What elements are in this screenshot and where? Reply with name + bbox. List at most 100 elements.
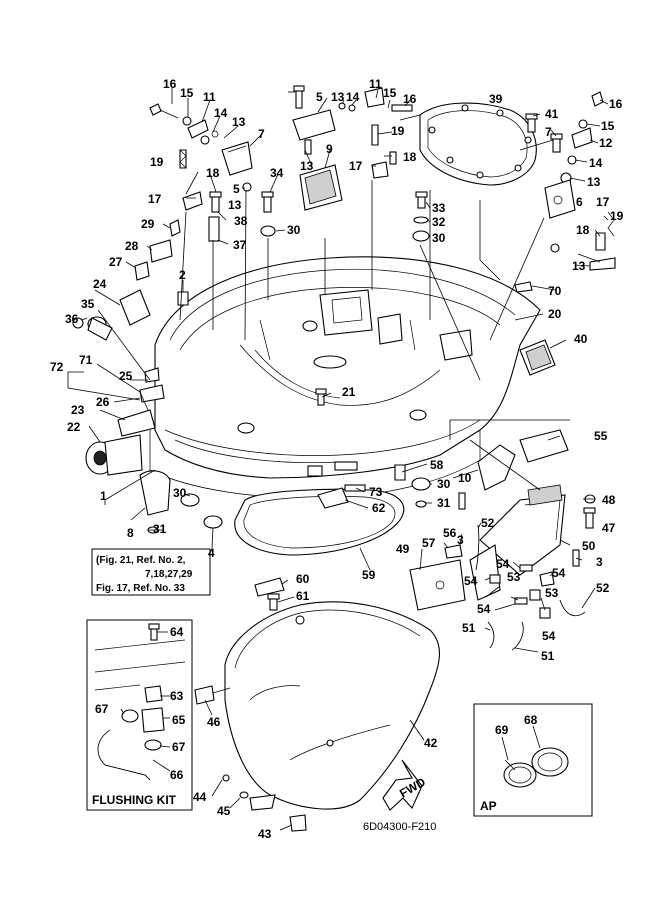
label-1: 1 [100, 489, 107, 503]
label-73: 73 [369, 485, 383, 499]
label-52: 52 [481, 516, 495, 530]
drawing-code: 6D04300-F210 [363, 821, 436, 833]
label-54: 54 [496, 557, 510, 571]
label-18: 18 [206, 166, 220, 180]
label-65: 65 [172, 713, 186, 727]
label-63: 63 [170, 689, 184, 703]
reference-note-line-2: 7,18,27,29 [145, 569, 193, 580]
label-48: 48 [602, 493, 616, 507]
label-3: 3 [596, 555, 603, 569]
label-27: 27 [109, 255, 123, 269]
label-42: 42 [424, 736, 438, 750]
label-57: 57 [422, 536, 436, 550]
label-36: 36 [65, 312, 79, 326]
label-15: 15 [601, 119, 615, 133]
label-16: 16 [609, 97, 623, 111]
label-47: 47 [602, 521, 616, 535]
label-53: 53 [507, 570, 521, 584]
label-17: 17 [596, 195, 610, 209]
reference-note-box [91, 548, 211, 596]
label-13: 13 [587, 175, 601, 189]
label-66: 66 [170, 768, 184, 782]
label-39: 39 [489, 92, 503, 106]
label-28: 28 [125, 239, 139, 253]
label-70: 70 [548, 284, 562, 298]
label-54: 54 [464, 574, 478, 588]
label-11: 11 [369, 77, 382, 91]
label-45: 45 [217, 804, 231, 818]
ap-box [473, 703, 593, 817]
label-6: 6 [576, 195, 583, 209]
label-52: 52 [596, 581, 610, 595]
label-69: 69 [495, 723, 509, 737]
label-54: 54 [477, 602, 491, 616]
label-17: 17 [148, 192, 162, 206]
label-8: 8 [127, 526, 134, 540]
label-18: 18 [576, 223, 590, 237]
label-33: 33 [432, 201, 446, 215]
label-35: 35 [81, 297, 95, 311]
label-14: 14 [214, 106, 228, 120]
label-19: 19 [610, 209, 624, 223]
label-11: 11 [203, 90, 216, 104]
ap-label: AP [480, 799, 497, 813]
label-54: 54 [542, 629, 556, 643]
label-50: 50 [582, 539, 596, 553]
label-19: 19 [150, 155, 164, 169]
label-4: 4 [208, 546, 215, 560]
label-68: 68 [524, 713, 538, 727]
leader-lines [67, 88, 609, 831]
label-67: 67 [95, 702, 109, 716]
label-13: 13 [572, 259, 586, 273]
label-51: 51 [541, 649, 555, 663]
label-16: 16 [403, 92, 417, 106]
label-5: 5 [316, 90, 323, 104]
label-5: 5 [233, 182, 240, 196]
label-41: 41 [545, 107, 559, 121]
flushing-kit-title: FLUSHING KIT [92, 793, 177, 807]
label-53: 53 [545, 586, 559, 600]
label-56: 56 [443, 526, 457, 540]
flushing-kit-parts [94, 623, 186, 781]
label-15: 15 [383, 86, 397, 100]
label-30: 30 [432, 231, 446, 245]
label-9: 9 [326, 142, 333, 156]
label-19: 19 [391, 124, 405, 138]
ap-parts [503, 747, 569, 788]
label-40: 40 [574, 332, 588, 346]
label-62: 62 [372, 501, 386, 515]
label-72: 72 [50, 360, 64, 374]
reference-note-line-3: Fig. 17, Ref. No. 33 [96, 583, 185, 594]
label-7: 7 [545, 125, 552, 139]
label-3: 3 [457, 533, 464, 547]
label-64: 64 [170, 625, 184, 639]
label-58: 58 [430, 458, 444, 472]
label-30: 30 [173, 486, 187, 500]
label-25: 25 [119, 369, 133, 383]
label-67: 67 [172, 740, 186, 754]
label-24: 24 [93, 277, 107, 291]
label-49: 49 [396, 542, 410, 556]
label-32: 32 [432, 215, 446, 229]
label-22: 22 [67, 420, 81, 434]
label-2: 2 [179, 268, 186, 282]
label-60: 60 [296, 572, 310, 586]
label-71: 71 [79, 353, 93, 367]
label-16: 16 [163, 77, 177, 91]
label-59: 59 [362, 568, 376, 582]
label-54: 54 [552, 566, 566, 580]
label-34: 34 [270, 166, 284, 180]
label-13: 13 [331, 90, 345, 104]
label-31: 31 [437, 496, 451, 510]
label-15: 15 [180, 86, 194, 100]
bottom-cowling [149, 256, 541, 499]
label-46: 46 [207, 715, 221, 729]
label-20: 20 [548, 307, 562, 321]
label-51: 51 [462, 621, 476, 635]
label-13: 13 [300, 159, 314, 173]
label-61: 61 [296, 589, 310, 603]
fwd-arrow-icon [382, 759, 423, 811]
label-7: 7 [258, 127, 265, 141]
label-30: 30 [437, 477, 451, 491]
